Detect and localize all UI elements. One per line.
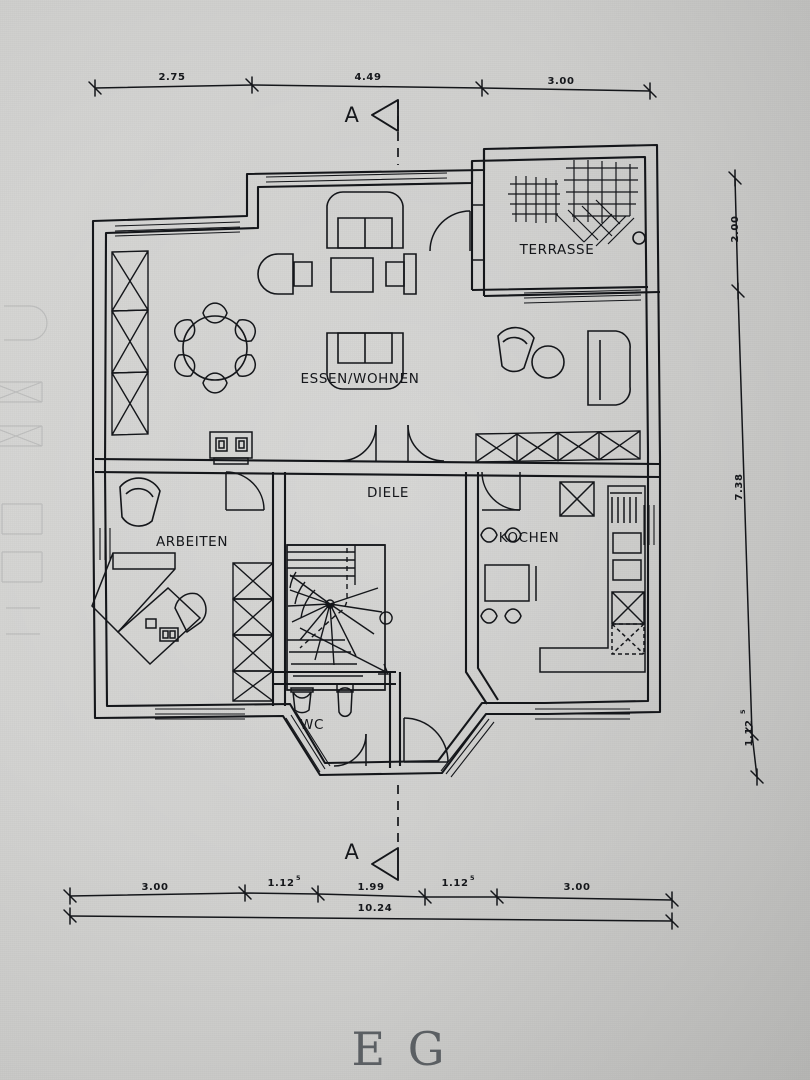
terrace-door xyxy=(429,204,485,261)
lounge-seating-side-table xyxy=(497,326,631,406)
bottom-dimension-chain xyxy=(63,884,679,909)
dimension-sup-right-3: 5 xyxy=(739,709,747,714)
dimension-label-bottom-2: 1.12 xyxy=(267,878,294,889)
dimension-sup-bottom-4: 5 xyxy=(470,874,475,882)
sofa-group-armchairs-coffee-table xyxy=(257,191,417,390)
door-wc xyxy=(333,733,367,767)
terrace-dividing-wall xyxy=(470,149,661,298)
section-arrow-bottom xyxy=(371,847,399,881)
round-dining-table-with-six-chairs xyxy=(173,302,257,394)
dimension-label-right-2: 7.38 xyxy=(734,473,745,500)
washbasin xyxy=(290,687,314,714)
winder-staircase xyxy=(286,544,393,691)
dimension-label-top-1: 2.75 xyxy=(158,72,185,83)
dimension-sup-bottom-2: 5 xyxy=(296,874,301,882)
room-label-arbeiten: ARBEITEN xyxy=(156,534,228,550)
room-labels: ESSEN/WOHNEN TERRASSE ARBEITEN DIELE KOC… xyxy=(156,242,594,733)
dimension-label-right-1: 2.00 xyxy=(730,215,741,242)
windows xyxy=(99,172,655,778)
room-label-essen-wohnen: ESSEN/WOHNEN xyxy=(301,371,420,387)
toilet xyxy=(336,683,354,718)
planting-hatching xyxy=(508,160,638,247)
room-label-kochen: KOCHEN xyxy=(499,530,560,546)
dimension-label-top-3: 3.00 xyxy=(547,76,574,87)
section-arrow-top xyxy=(371,99,399,132)
section-marker-labels: A A xyxy=(345,103,360,864)
door-kochen xyxy=(481,471,521,511)
built-in-cabinets-hall xyxy=(232,562,274,702)
door-arbeiten xyxy=(225,471,265,511)
top-dimension-chain xyxy=(88,76,657,100)
room-label-wc: WC xyxy=(300,717,324,733)
fireplace-stove xyxy=(209,431,253,465)
desk-with-chair xyxy=(91,552,207,666)
section-marker-label-bottom: A xyxy=(345,840,360,864)
terrace-drain-circle xyxy=(632,231,646,245)
kitchen-counter-sink-hob xyxy=(539,481,646,673)
bottom-dimension-labels: 3.00 1.12 5 1.99 1.12 5 3.00 10.24 xyxy=(141,874,590,914)
top-dimension-labels: 2.75 4.49 3.00 xyxy=(158,72,574,87)
dimension-label-bottom-1: 3.00 xyxy=(141,882,168,893)
double-door-living-diele xyxy=(339,424,445,462)
dining-table-four-chairs xyxy=(477,527,537,624)
dimension-label-bottom-4: 1.12 xyxy=(441,878,468,889)
room-label-diele: DIELE xyxy=(367,485,409,501)
room-label-terrasse: TERRASSE xyxy=(519,242,595,258)
right-dimension-labels: 2.00 7.38 1.12 5 xyxy=(730,215,755,746)
sheet-title-handwritten: E G xyxy=(352,1022,449,1076)
section-marker-label-top: A xyxy=(345,103,360,127)
built-in-cabinets-living-bottom xyxy=(475,430,641,463)
dimension-label-bottom-5: 3.00 xyxy=(563,882,590,893)
armchair-arbeiten xyxy=(119,477,161,527)
dimension-label-top-2: 4.49 xyxy=(354,72,381,83)
right-dimension-chain xyxy=(728,169,764,786)
overall-width-dimension xyxy=(63,907,679,930)
dimension-label-overall-width: 10.24 xyxy=(358,903,393,914)
entry-door xyxy=(403,717,449,763)
built-in-cabinets-left xyxy=(111,250,149,436)
dimension-label-right-3: 1.12 xyxy=(744,719,755,746)
dimension-label-bottom-3: 1.99 xyxy=(357,882,384,893)
interior-wall-horizontal xyxy=(94,457,661,479)
